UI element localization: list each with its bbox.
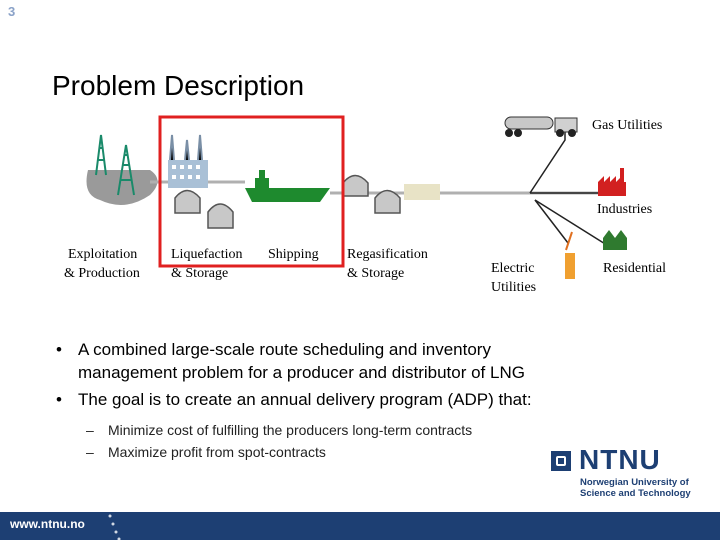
ntnu-logo-subtitle: Norwegian University of Science and Tech…	[580, 477, 691, 499]
residential-houses-icon	[603, 230, 627, 250]
slide-title: Problem Description	[52, 70, 305, 101]
dash-icon: –	[86, 422, 94, 438]
bullet-dot-icon: •	[56, 390, 62, 409]
ntnu-logo-text: NTNU	[579, 444, 661, 475]
supply-chain-diagram	[86, 115, 627, 279]
label-electric: Electric	[491, 261, 535, 276]
chain-label-storage: & Storage	[171, 266, 229, 281]
chain-label-exploitation: Exploitation	[68, 247, 138, 262]
storage-tank-icon	[174, 174, 401, 229]
ntnu-logo-icon	[551, 451, 571, 471]
label-industries: Industries	[597, 202, 653, 217]
footer-bar	[0, 512, 720, 540]
label-residential: Residential	[603, 261, 666, 276]
bullet-list: • A combined large-scale route schedulin…	[56, 338, 656, 463]
sub-bullet-item: – Maximize profit from spot-contracts	[56, 441, 656, 463]
bullet-item: • The goal is to create an annual delive…	[56, 390, 532, 409]
liquefaction-highlight	[158, 115, 345, 268]
label-utilities: Utilities	[491, 280, 537, 295]
footer-url-link[interactable]: www.ntnu.no	[10, 517, 85, 531]
chain-label-regasification: Regasification	[347, 247, 428, 262]
regas-terminal-icon	[404, 184, 440, 200]
chain-label-regas-storage: & Storage	[347, 266, 405, 281]
factory-icon	[598, 168, 626, 196]
terrain-icon	[86, 170, 158, 205]
footer-decoration-icon	[108, 514, 121, 540]
dash-icon: –	[86, 444, 94, 460]
label-gas-utilities: Gas Utilities	[592, 118, 663, 133]
gas-truck-icon	[504, 116, 578, 137]
chain-label-liquefaction: Liquefaction	[171, 247, 243, 262]
oil-derrick-icon	[95, 134, 135, 196]
bullet-item: • A combined large-scale route schedulin…	[56, 340, 525, 382]
lng-ship-icon	[245, 170, 330, 202]
slide-number: 3	[8, 4, 16, 19]
electric-utility-icon	[565, 231, 575, 279]
chain-label-production: & Production	[64, 266, 140, 281]
chain-label-shipping: Shipping	[268, 247, 319, 262]
bullet-dot-icon: •	[56, 340, 62, 359]
sub-bullet-item: – Minimize cost of fulfilling the produc…	[56, 419, 656, 441]
liquefaction-plant-icon	[168, 134, 208, 188]
